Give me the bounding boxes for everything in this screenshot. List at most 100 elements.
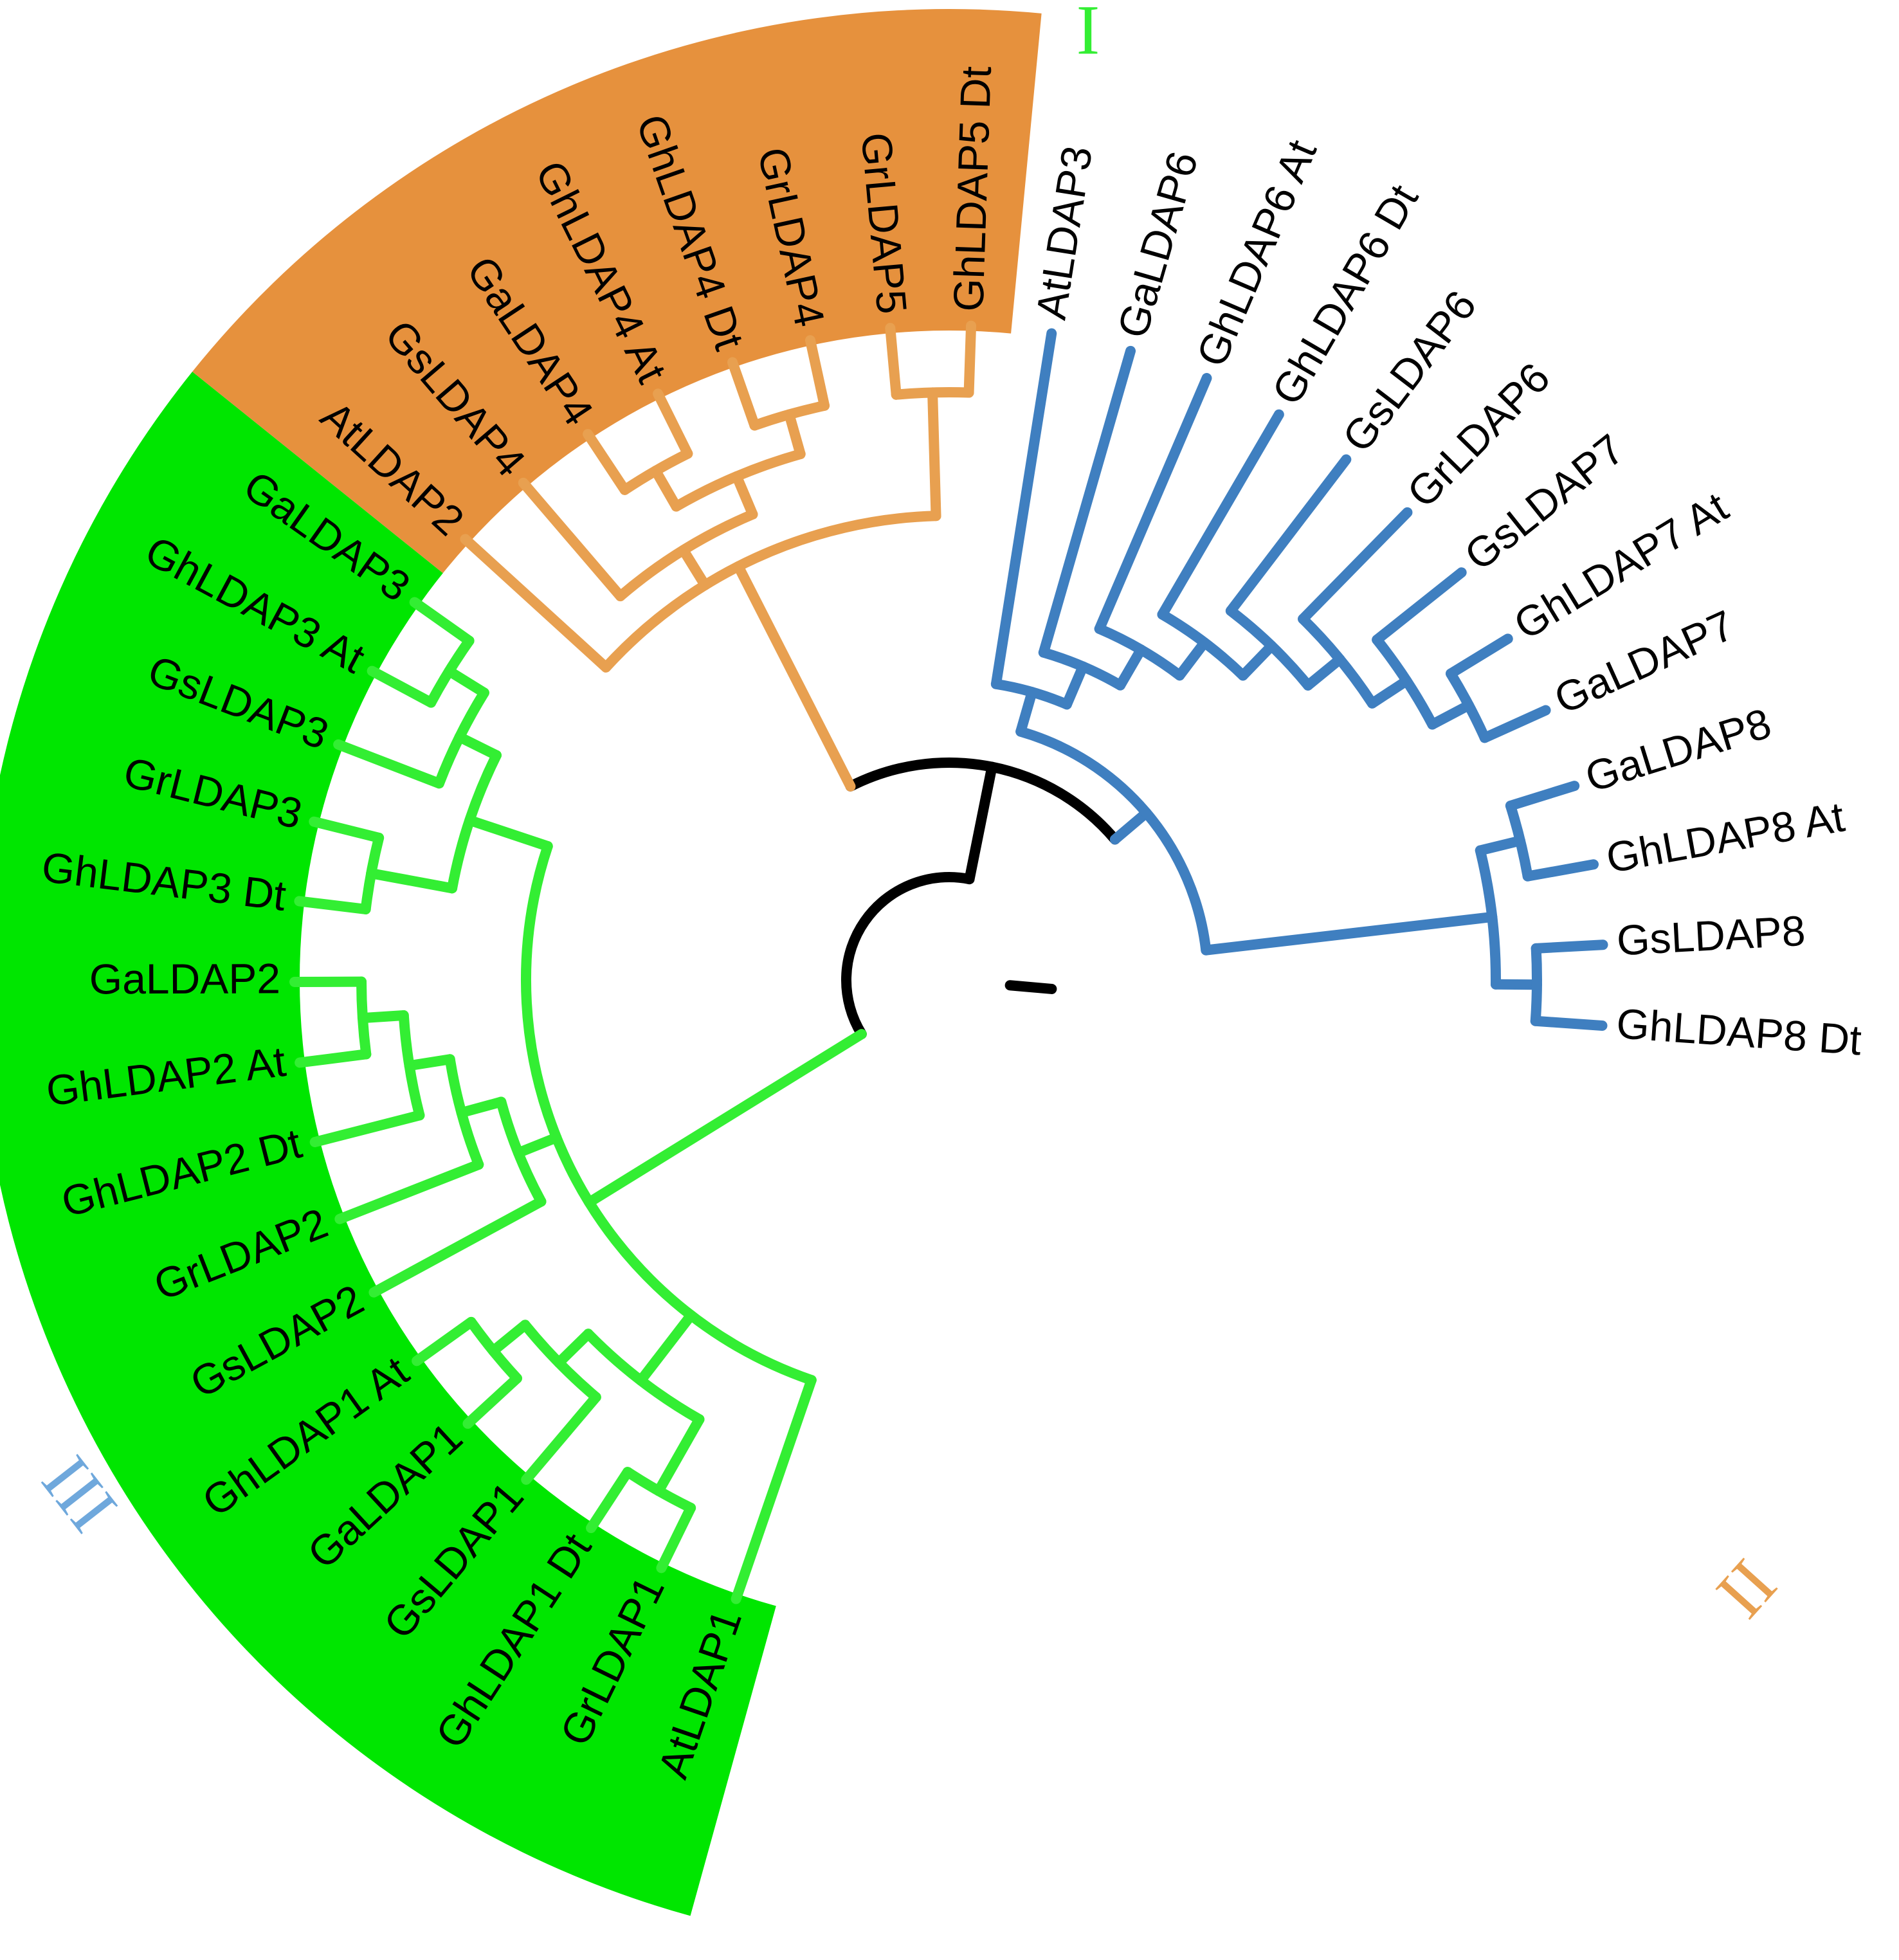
leaf-label: GaLDAP2 [89, 954, 280, 1003]
leaf-label: AtLDAP3 [1027, 143, 1102, 323]
internal-branch [1303, 654, 1345, 691]
node-1-1-0-1-arc [1038, 647, 1126, 691]
internal-branch [454, 732, 502, 761]
leaf-branch [412, 1316, 477, 1366]
leaf-branch [653, 388, 693, 459]
internal-branch [1174, 637, 1210, 681]
node-0-1-arc [583, 1329, 705, 1425]
leaf-label: GhLDAP8 At [1603, 792, 1848, 882]
leaf-branch [367, 666, 437, 708]
leaf-branch [1225, 454, 1352, 616]
internal-branch [464, 815, 553, 852]
leaf-branch [583, 429, 630, 495]
leaf-branch [295, 1049, 372, 1068]
leaf-branch [1038, 345, 1136, 658]
node-0-2-1-1-arc [398, 1010, 425, 1121]
leaf-branch [1479, 705, 1551, 743]
leaf-branch [333, 739, 444, 789]
internal-branch [733, 561, 856, 792]
internal-branch [678, 545, 711, 590]
node-1-1-0-1-1-1-1-1-arc [1298, 613, 1377, 709]
leaf-branch [368, 1196, 547, 1298]
leaf-branch [518, 477, 626, 602]
internal-branch [784, 409, 806, 460]
leaf-label: GhLDAP5 Dt [944, 66, 1000, 313]
leaf-branch [334, 1159, 484, 1224]
leaf-branch [731, 1375, 817, 1604]
node-1-1-0-1-1-arc [1094, 623, 1185, 681]
node-1-arc [845, 758, 1120, 845]
internal-branch [404, 1054, 455, 1071]
inner-disc [300, 331, 1599, 1629]
leaf-branch [460, 534, 612, 673]
leaf-branch [409, 597, 475, 646]
node-1-0-arc [601, 511, 941, 673]
node-1-0-2-arc [891, 387, 974, 400]
internal-branch [513, 1132, 562, 1158]
node-arc [841, 872, 975, 1040]
leaf-branch [1522, 859, 1599, 882]
leaf-branch [1531, 939, 1608, 954]
internal-branch [1015, 687, 1037, 737]
internal-branch [357, 1010, 409, 1024]
node-1-0-1-1-arc [671, 449, 806, 512]
internal-branch [1061, 661, 1089, 710]
leaf-branch [521, 1392, 601, 1485]
leaf-branch [1094, 373, 1212, 634]
node-0-2-arc [496, 1096, 547, 1207]
leaf-branch [294, 896, 371, 914]
leaf-branch [805, 335, 830, 411]
node-1-1-arc [1015, 726, 1212, 956]
internal-branch [1475, 835, 1525, 856]
internal-branch [653, 1414, 705, 1496]
leaf-branch [462, 1373, 522, 1429]
leaf-branch [990, 328, 1057, 689]
node-1-0-1-arc [615, 509, 758, 602]
leaf-branch [1372, 567, 1467, 645]
leaf-branch [727, 357, 760, 431]
leaf-branch [656, 1502, 696, 1574]
internal-branch [964, 761, 997, 885]
node-0-3-arc [447, 750, 502, 894]
node-1-1-0-1-1-1-1-1-1-arc [1372, 634, 1438, 730]
node-0-arc [521, 841, 817, 1386]
internal-branch [456, 1096, 507, 1118]
leaf-branch [586, 1467, 633, 1534]
node-1-1-0-1-1-1-arc [1157, 609, 1248, 681]
internal-branch [444, 666, 489, 698]
leaf-branch [963, 320, 977, 398]
internal-branch [1427, 700, 1474, 730]
node-1-1-1-arc [1475, 845, 1501, 990]
leaf-branch [1505, 781, 1580, 811]
internal-branch [487, 1320, 531, 1356]
node-0-2-1-1-1-arc [356, 976, 372, 1060]
internal-branch [1367, 675, 1412, 709]
internal-branch [1201, 911, 1498, 956]
node-1-1-0-arc [990, 678, 1072, 710]
node-0-3-1-arc [433, 687, 489, 789]
clade-label-II: II [1701, 1545, 1791, 1632]
leaf-branch [1446, 633, 1513, 679]
node-1-1-0-1-1-1-1-arc [1225, 605, 1314, 691]
leaf-branch [1298, 507, 1413, 624]
leaf-branch [1530, 1015, 1608, 1031]
internal-branch [927, 387, 941, 522]
internal-branch [1115, 644, 1147, 691]
internal-branch [635, 1310, 696, 1386]
internal-branch [731, 471, 758, 520]
leaf-branch [1157, 409, 1284, 620]
leaf-branch [309, 1110, 425, 1148]
internal-branch [1237, 640, 1277, 681]
internal-branch [1109, 808, 1152, 845]
node-1-1-1-1-arc [1530, 943, 1542, 1026]
internal-branch [650, 466, 682, 512]
leaf-label: GaLDAP8 [1580, 699, 1777, 801]
tree-branches [289, 320, 1608, 1604]
leaf-branch [309, 816, 385, 843]
root-stub-branch [1004, 980, 1057, 994]
internal-branch [554, 1329, 594, 1368]
node-0-2-1-arc [444, 1054, 484, 1170]
leaf-label: GaLDAP6 [1108, 146, 1206, 343]
node-0-1-1-arc [520, 1320, 601, 1402]
